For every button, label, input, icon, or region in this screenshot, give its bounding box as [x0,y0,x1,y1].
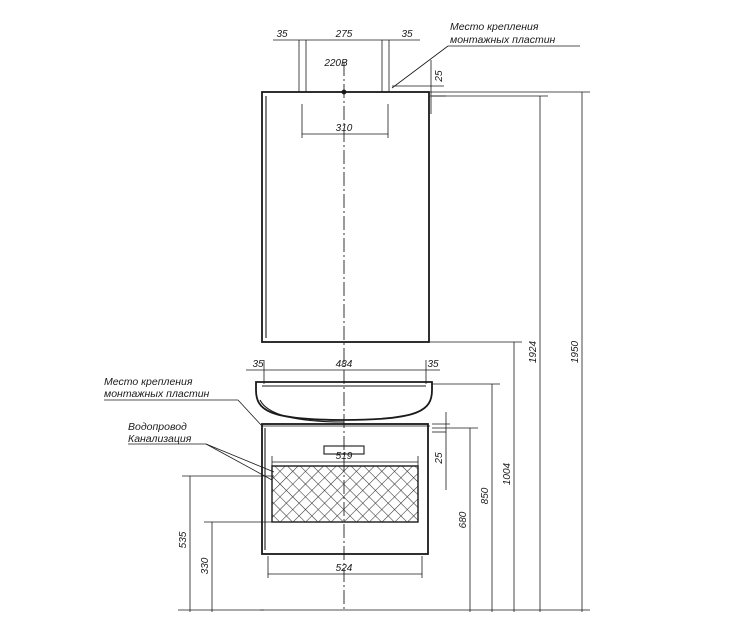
dim-top-inner-width: 310 [336,123,353,134]
water-label-2: Канализация [128,433,192,445]
vanity-cabinet [104,360,450,578]
right-height-dimensions [260,91,590,612]
mount-top-label-1: Место крепления [450,21,539,33]
dim-height-680: 680 [458,511,469,528]
dim-base-width: 524 [336,563,353,574]
dim-height-1004: 1004 [502,462,513,485]
dim-drawer-width: 519 [336,451,353,462]
mount-bottom-label-2: монтажных пластин [104,388,210,400]
dim-top-left-gap: 35 [276,29,288,40]
mount-bottom-label-1: Место крепления [104,376,193,388]
socket-label: 220В [323,58,348,69]
dim-height-1924: 1924 [528,340,539,363]
dim-top-right-gap: 35 [401,29,413,40]
dim-cabinet-right-gap: 35 [427,359,439,370]
dim-cabinet-width: 484 [336,359,353,370]
dim-top-vertical-offset: 25 [434,70,445,83]
mirror-cabinet [261,39,580,343]
dim-height-850: 850 [480,487,491,504]
left-height-dimensions [178,475,274,612]
dim-drawer-vertical-offset: 25 [434,452,445,465]
dim-height-535: 535 [178,531,189,548]
mount-top-label-2: монтажных пластин [450,34,556,46]
dim-height-1950: 1950 [570,340,581,363]
dim-cabinet-left-gap: 35 [252,359,264,370]
dim-height-330: 330 [200,557,211,574]
water-label-1: Водопровод [128,421,187,433]
drawer-mesh [271,465,419,523]
dim-top-span: 275 [335,29,353,40]
